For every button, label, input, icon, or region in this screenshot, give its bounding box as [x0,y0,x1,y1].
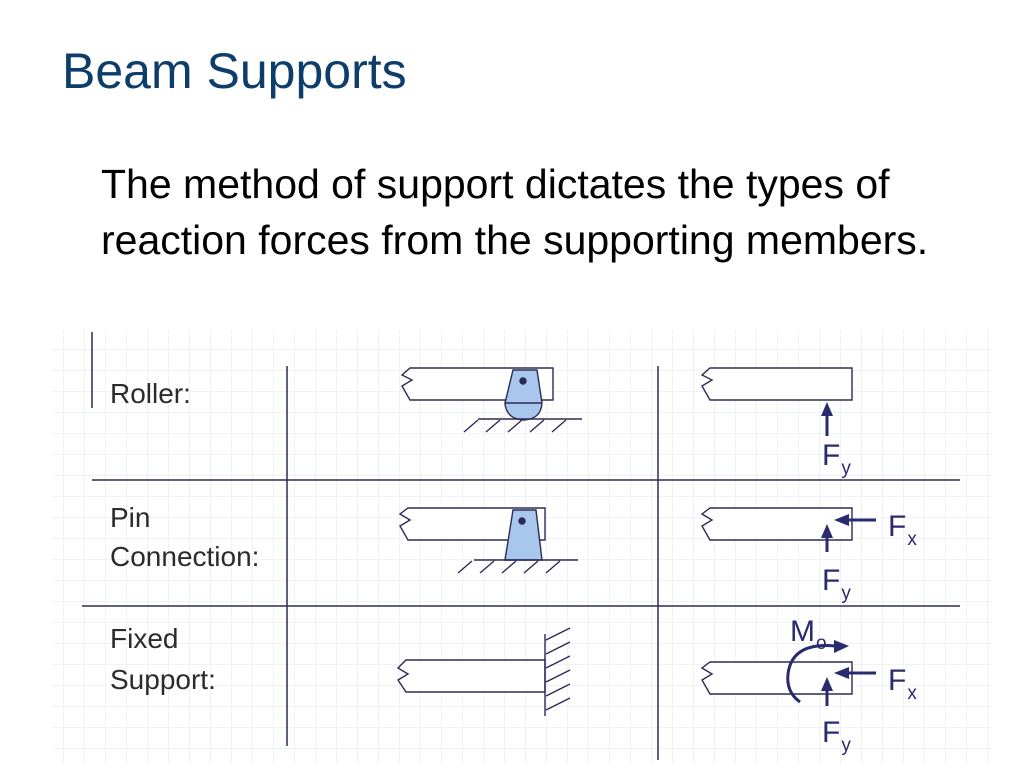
force-label-fy-pin: Fy [822,564,851,604]
slide-title: Beam Supports [62,43,407,99]
moment-arc [786,644,836,704]
pin-reaction-drawing [700,507,876,552]
pin-support-drawing [398,507,578,574]
force-label-fx-fixed: Fx [888,664,917,704]
row-label-fixed-2: Support: [110,664,216,695]
force-label-mo-fixed: Mo [790,615,827,654]
fixed-support-drawing [396,627,571,716]
row-label-roller: Roller: [110,378,191,409]
slide-body-text: The method of support dictates the types… [101,161,929,263]
row-label-pin-2: Connection: [110,541,259,572]
roller-support-drawing [400,367,582,433]
force-label-fy-roller: Fy [822,439,851,479]
row-label-fixed: Fixed [110,623,178,654]
fixed-reaction-drawing [700,640,876,706]
row-label-pin: Pin [110,502,150,533]
beam-fixed [396,659,546,693]
roller-reaction-drawing [700,367,853,436]
force-label-fx-pin: Fx [888,510,917,550]
roller-body [504,369,543,421]
force-label-fy-fixed: Fy [822,716,851,756]
table-lines [82,332,960,760]
beam-supports-diagram: Roller: Pin Connection: Fixed Support: F… [52,330,992,764]
